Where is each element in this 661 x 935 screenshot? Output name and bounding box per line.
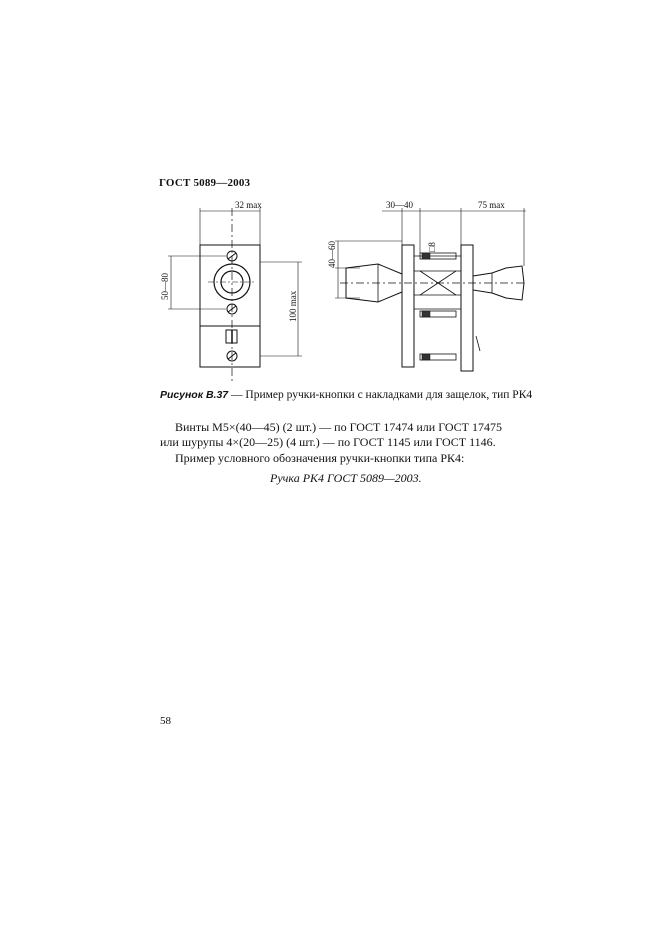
dim-40-60: 40—60: [327, 241, 337, 269]
page-number: 58: [160, 715, 171, 727]
caption-text: — Пример ручки-кнопки с накладками для з…: [228, 389, 533, 401]
text-line-1: Винты М5×(40—45) (2 шт.) — по ГОСТ 17474…: [175, 420, 502, 434]
figure-caption: Рисунок В.37 — Пример ручки-кнопки с нак…: [160, 389, 532, 401]
technical-drawing: 32 max 50—80 100 max 30—40 75 max 40—60 …: [150, 196, 530, 386]
designation-example: Ручка РК4 ГОСТ 5089—2003.: [270, 471, 422, 485]
text-line-2: или шурупы 4×(20—25) (4 шт.) — по ГОСТ 1…: [160, 435, 496, 449]
document-header: ГОСТ 5089—2003: [159, 177, 251, 189]
dim-50-80: 50—80: [160, 273, 170, 301]
text-line-3: Пример условного обозначения ручки-кнопк…: [175, 451, 465, 465]
drawing-svg: 32 max 50—80 100 max 30—40 75 max 40—60 …: [160, 200, 526, 384]
caption-label: Рисунок В.37: [160, 389, 229, 401]
dim-30-40: 30—40: [386, 200, 414, 210]
dim-100max: 100 max: [288, 290, 298, 322]
front-plate: [199, 244, 261, 368]
dim-square8: □8: [427, 242, 437, 252]
dim-75max: 75 max: [478, 200, 505, 210]
dim-32max: 32 max: [235, 200, 262, 210]
